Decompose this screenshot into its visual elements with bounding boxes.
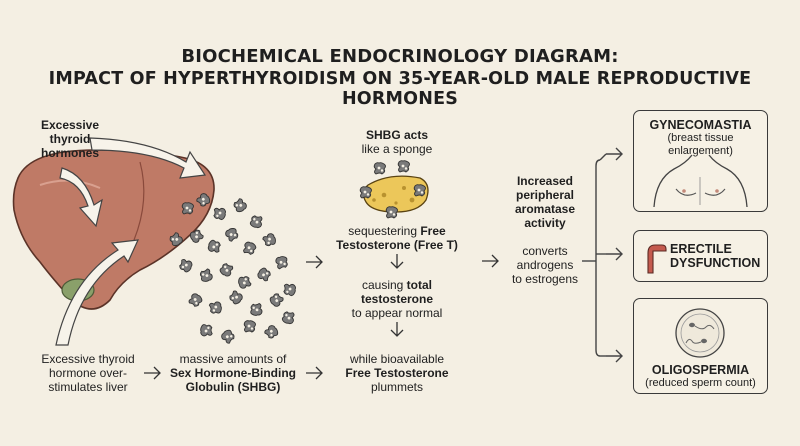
oligospermia-title: OLIGOSPERMIA (651, 363, 750, 377)
oligospermia-box: OLIGOSPERMIA (reduced sperm count) (633, 298, 768, 394)
shbg-label: massive amounts of Sex Hormone-Binding G… (169, 352, 296, 394)
shbg-molecule (218, 261, 235, 278)
hormone-arrows (55, 137, 207, 346)
organ-icon (647, 244, 667, 274)
shbg-molecule (256, 266, 273, 283)
aromatase-label: Increased peripheral aromatase activity (514, 174, 576, 230)
oligospermia-subtitle: (reduced sperm count) (645, 377, 756, 389)
shbg-molecule (219, 327, 237, 345)
erectile-dysfunction-box: ERECTILE DYSFUNCTION (633, 230, 768, 282)
shbg-molecule (208, 300, 223, 316)
flow-arrows (144, 254, 499, 380)
shbg-molecule (181, 202, 194, 215)
sponge-label: SHBG acts like a sponge (361, 128, 433, 156)
shbg-molecule (249, 302, 263, 317)
diagram-title-line1: BIOCHEMICAL ENDOCRINOLOGY DIAGRAM: (181, 46, 619, 67)
gynecomastia-title: GYNECOMASTIA (649, 118, 752, 132)
shbg-molecule (261, 231, 278, 249)
thyroid-hormones-label: Excessive thyroid hormones (40, 118, 100, 160)
diagram-title-line2: IMPACT OF HYPERTHYROIDISM ON 35-YEAR-OLD… (48, 69, 752, 109)
aromatase-description: converts androgens to estrogens (511, 244, 579, 286)
shbg-molecule (207, 239, 222, 254)
shbg-molecule (267, 291, 285, 309)
male-chest-icon (653, 154, 748, 208)
shbg-molecule (236, 274, 253, 290)
sponge-icon (359, 160, 429, 219)
shbg-molecule (199, 323, 213, 337)
gynecomastia-box: GYNECOMASTIA (breast tissue enlargement) (633, 110, 768, 212)
shbg-molecule (283, 283, 297, 297)
sperm-sample-icon (675, 308, 725, 358)
shbg-molecule (177, 257, 194, 274)
free-testosterone-label: while bioavailable Free Testosterone plu… (345, 352, 449, 394)
total-testosterone-label: causing total testosterone to appear nor… (351, 278, 443, 320)
effects-bracket (582, 147, 623, 363)
shbg-molecule (263, 323, 281, 341)
shbg-molecule (213, 207, 227, 221)
shbg-molecule (274, 254, 290, 270)
gynecomastia-subtitle: (breast tissue enlargement) (667, 132, 734, 157)
shbg-molecule (231, 197, 249, 215)
erectile-dysfunction-title: ERECTILE DYSFUNCTION (670, 242, 761, 270)
shbg-molecule (249, 214, 264, 229)
shbg-molecule (242, 240, 258, 256)
shbg-molecule (227, 289, 245, 307)
shbg-molecule (187, 291, 204, 309)
sequester-label: sequestering Free Testosterone (Free T) (336, 224, 458, 252)
shbg-molecule (281, 310, 296, 325)
shbg-molecule (243, 320, 257, 333)
shbg-molecule (198, 267, 214, 284)
liver-stimulation-label: Excessive thyroid hormone over- stimulat… (41, 352, 135, 394)
shbg-molecule (223, 226, 241, 243)
